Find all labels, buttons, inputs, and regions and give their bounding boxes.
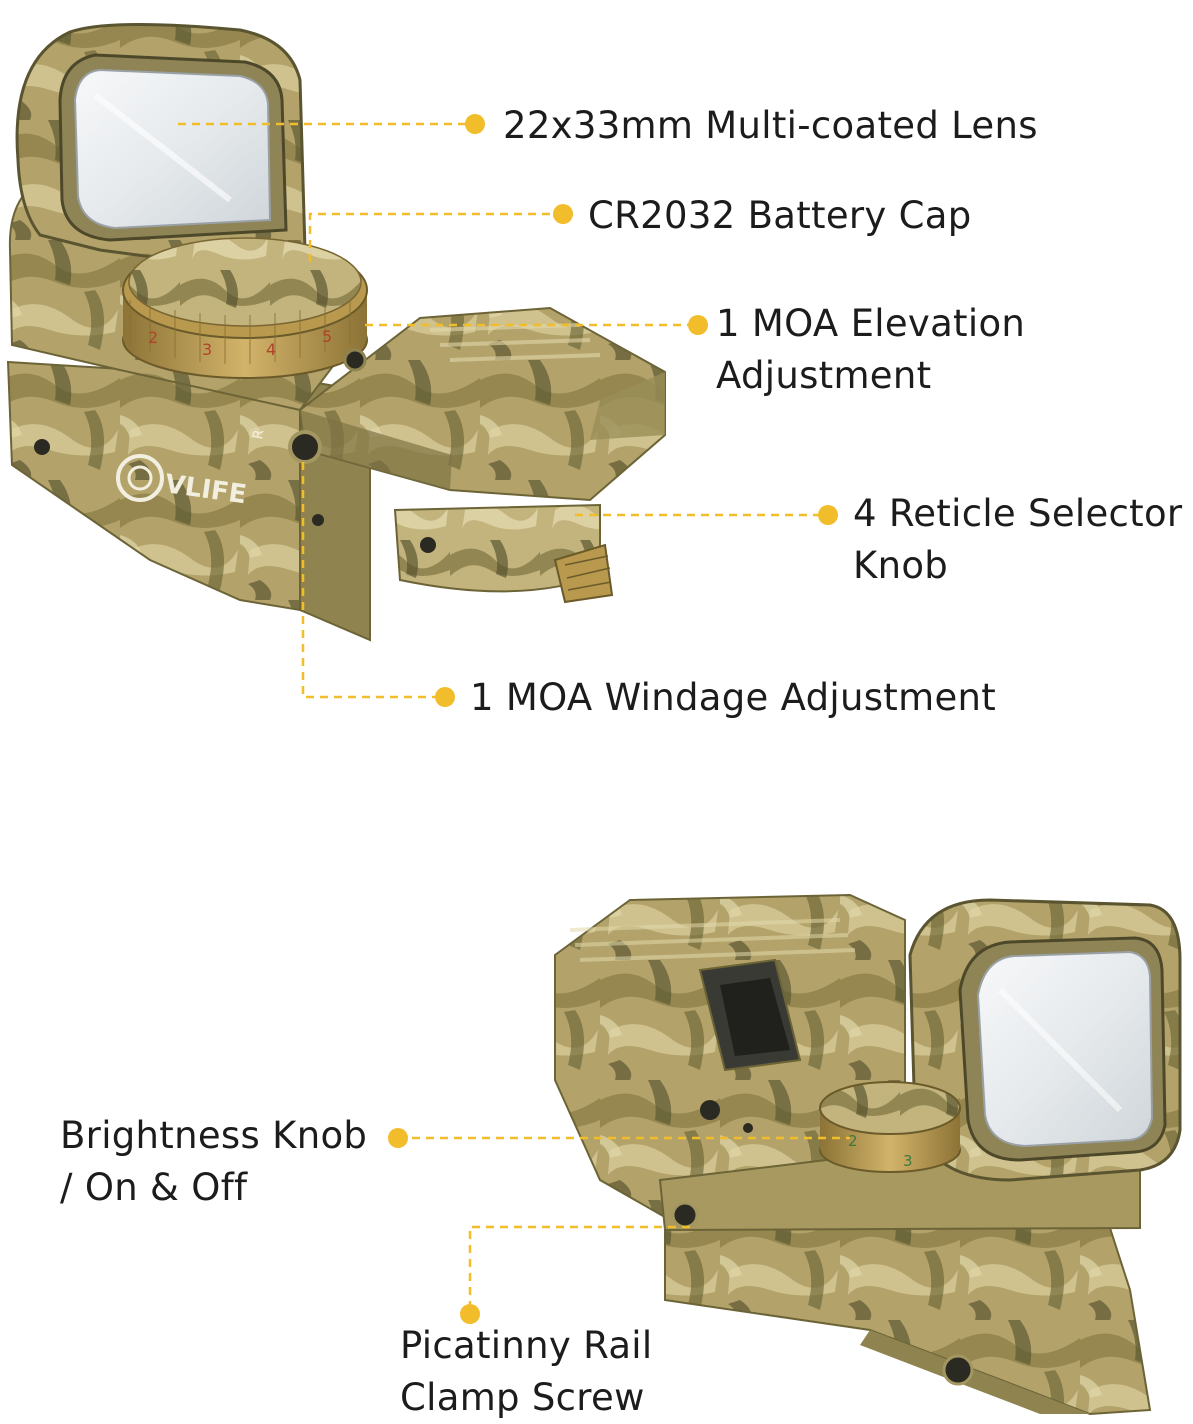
dial-number: 3 [202, 340, 212, 359]
dial-number: 4 [266, 340, 276, 359]
leader-elevation-dot [688, 315, 708, 335]
callout-reticle-selector-label: 4 Reticle Selector Knob [853, 492, 1183, 587]
leader-rail-clamp-dot [460, 1304, 480, 1324]
leader-battery-cap-dot [553, 204, 573, 224]
leader-rail-clamp-line [468, 1225, 690, 1314]
svg-text:R: R [250, 428, 267, 441]
leader-brightness-dot [388, 1128, 408, 1148]
dial-number: 5 [322, 327, 332, 346]
callout-brightness-knob-label: Brightness Knob / On & Off [60, 1114, 368, 1209]
dial-number: 2 [848, 1132, 858, 1150]
leader-windage-dot [435, 687, 455, 707]
leader-lens-dot [465, 114, 485, 134]
callout-battery-cap-label: CR2032 Battery Cap [588, 194, 972, 237]
leader-battery-cap-line [308, 212, 563, 262]
callout-lens-label: 22x33mm Multi-coated Lens [503, 104, 1038, 147]
callout-windage-label: 1 MOA Windage Adjustment [470, 676, 997, 719]
leader-windage-line [301, 462, 445, 699]
dial-number: 2 [148, 328, 158, 347]
callout-rail-clamp-screw-label: Picatinny Rail Clamp Screw [400, 1324, 653, 1419]
callout-elevation-label: 1 MOA Elevation Adjustment [716, 302, 1026, 397]
dial-number: 3 [903, 1152, 913, 1170]
leader-reticle-dot [818, 505, 838, 525]
